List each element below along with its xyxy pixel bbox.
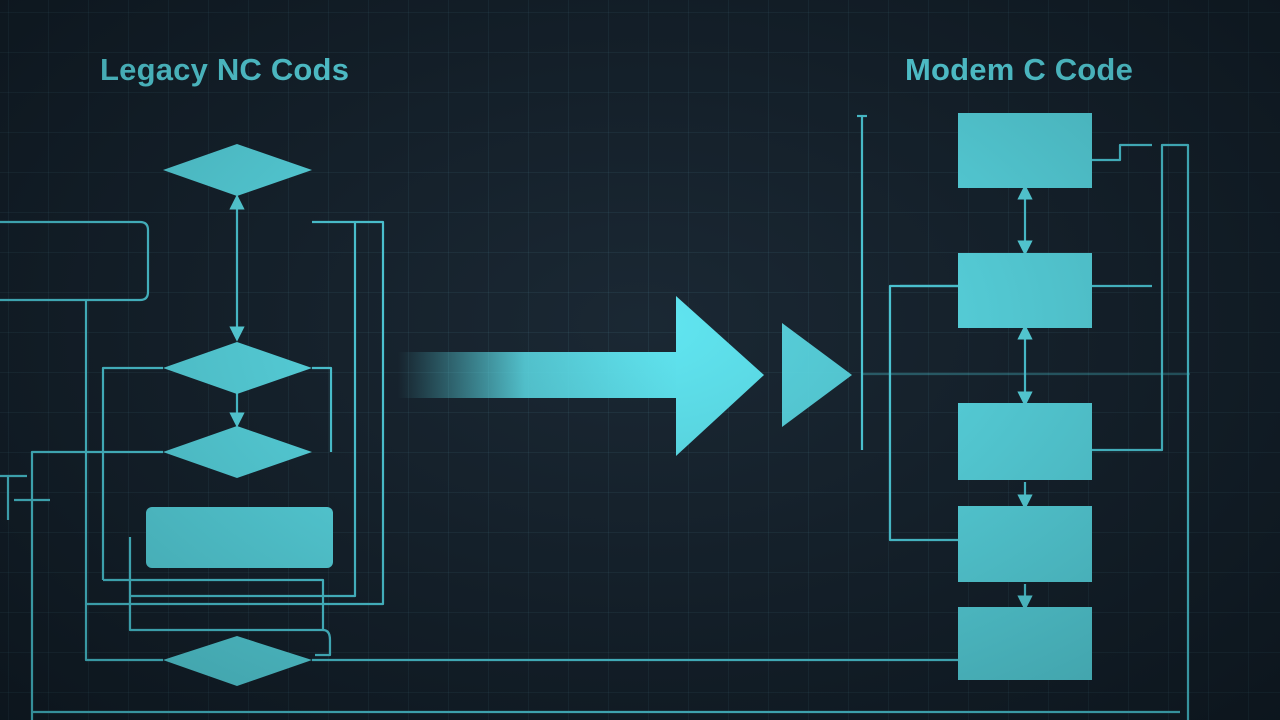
code-block-2	[958, 253, 1092, 328]
process-box	[146, 507, 333, 568]
decision-diamond-lower	[163, 426, 312, 478]
decision-diamond-middle	[163, 342, 312, 394]
decision-diamond-top	[163, 144, 312, 196]
conversion-arrow	[398, 114, 867, 456]
code-block-4	[958, 506, 1092, 582]
arrow-head-secondary	[782, 323, 852, 427]
arrow-head	[676, 296, 764, 456]
modern-title: Modem C Code	[905, 52, 1134, 87]
code-block-1	[958, 113, 1092, 188]
legacy-title: Legacy NC Cods	[100, 52, 350, 87]
modern-blocks	[958, 113, 1092, 680]
code-block-5	[958, 607, 1092, 680]
code-block-3	[958, 403, 1092, 480]
arrow-shaft	[398, 352, 680, 398]
legacy-connector-lines	[0, 194, 1180, 720]
legacy-shapes	[146, 144, 333, 686]
decision-diamond-bottom	[163, 636, 312, 686]
modern-connector-lines	[862, 143, 1190, 720]
